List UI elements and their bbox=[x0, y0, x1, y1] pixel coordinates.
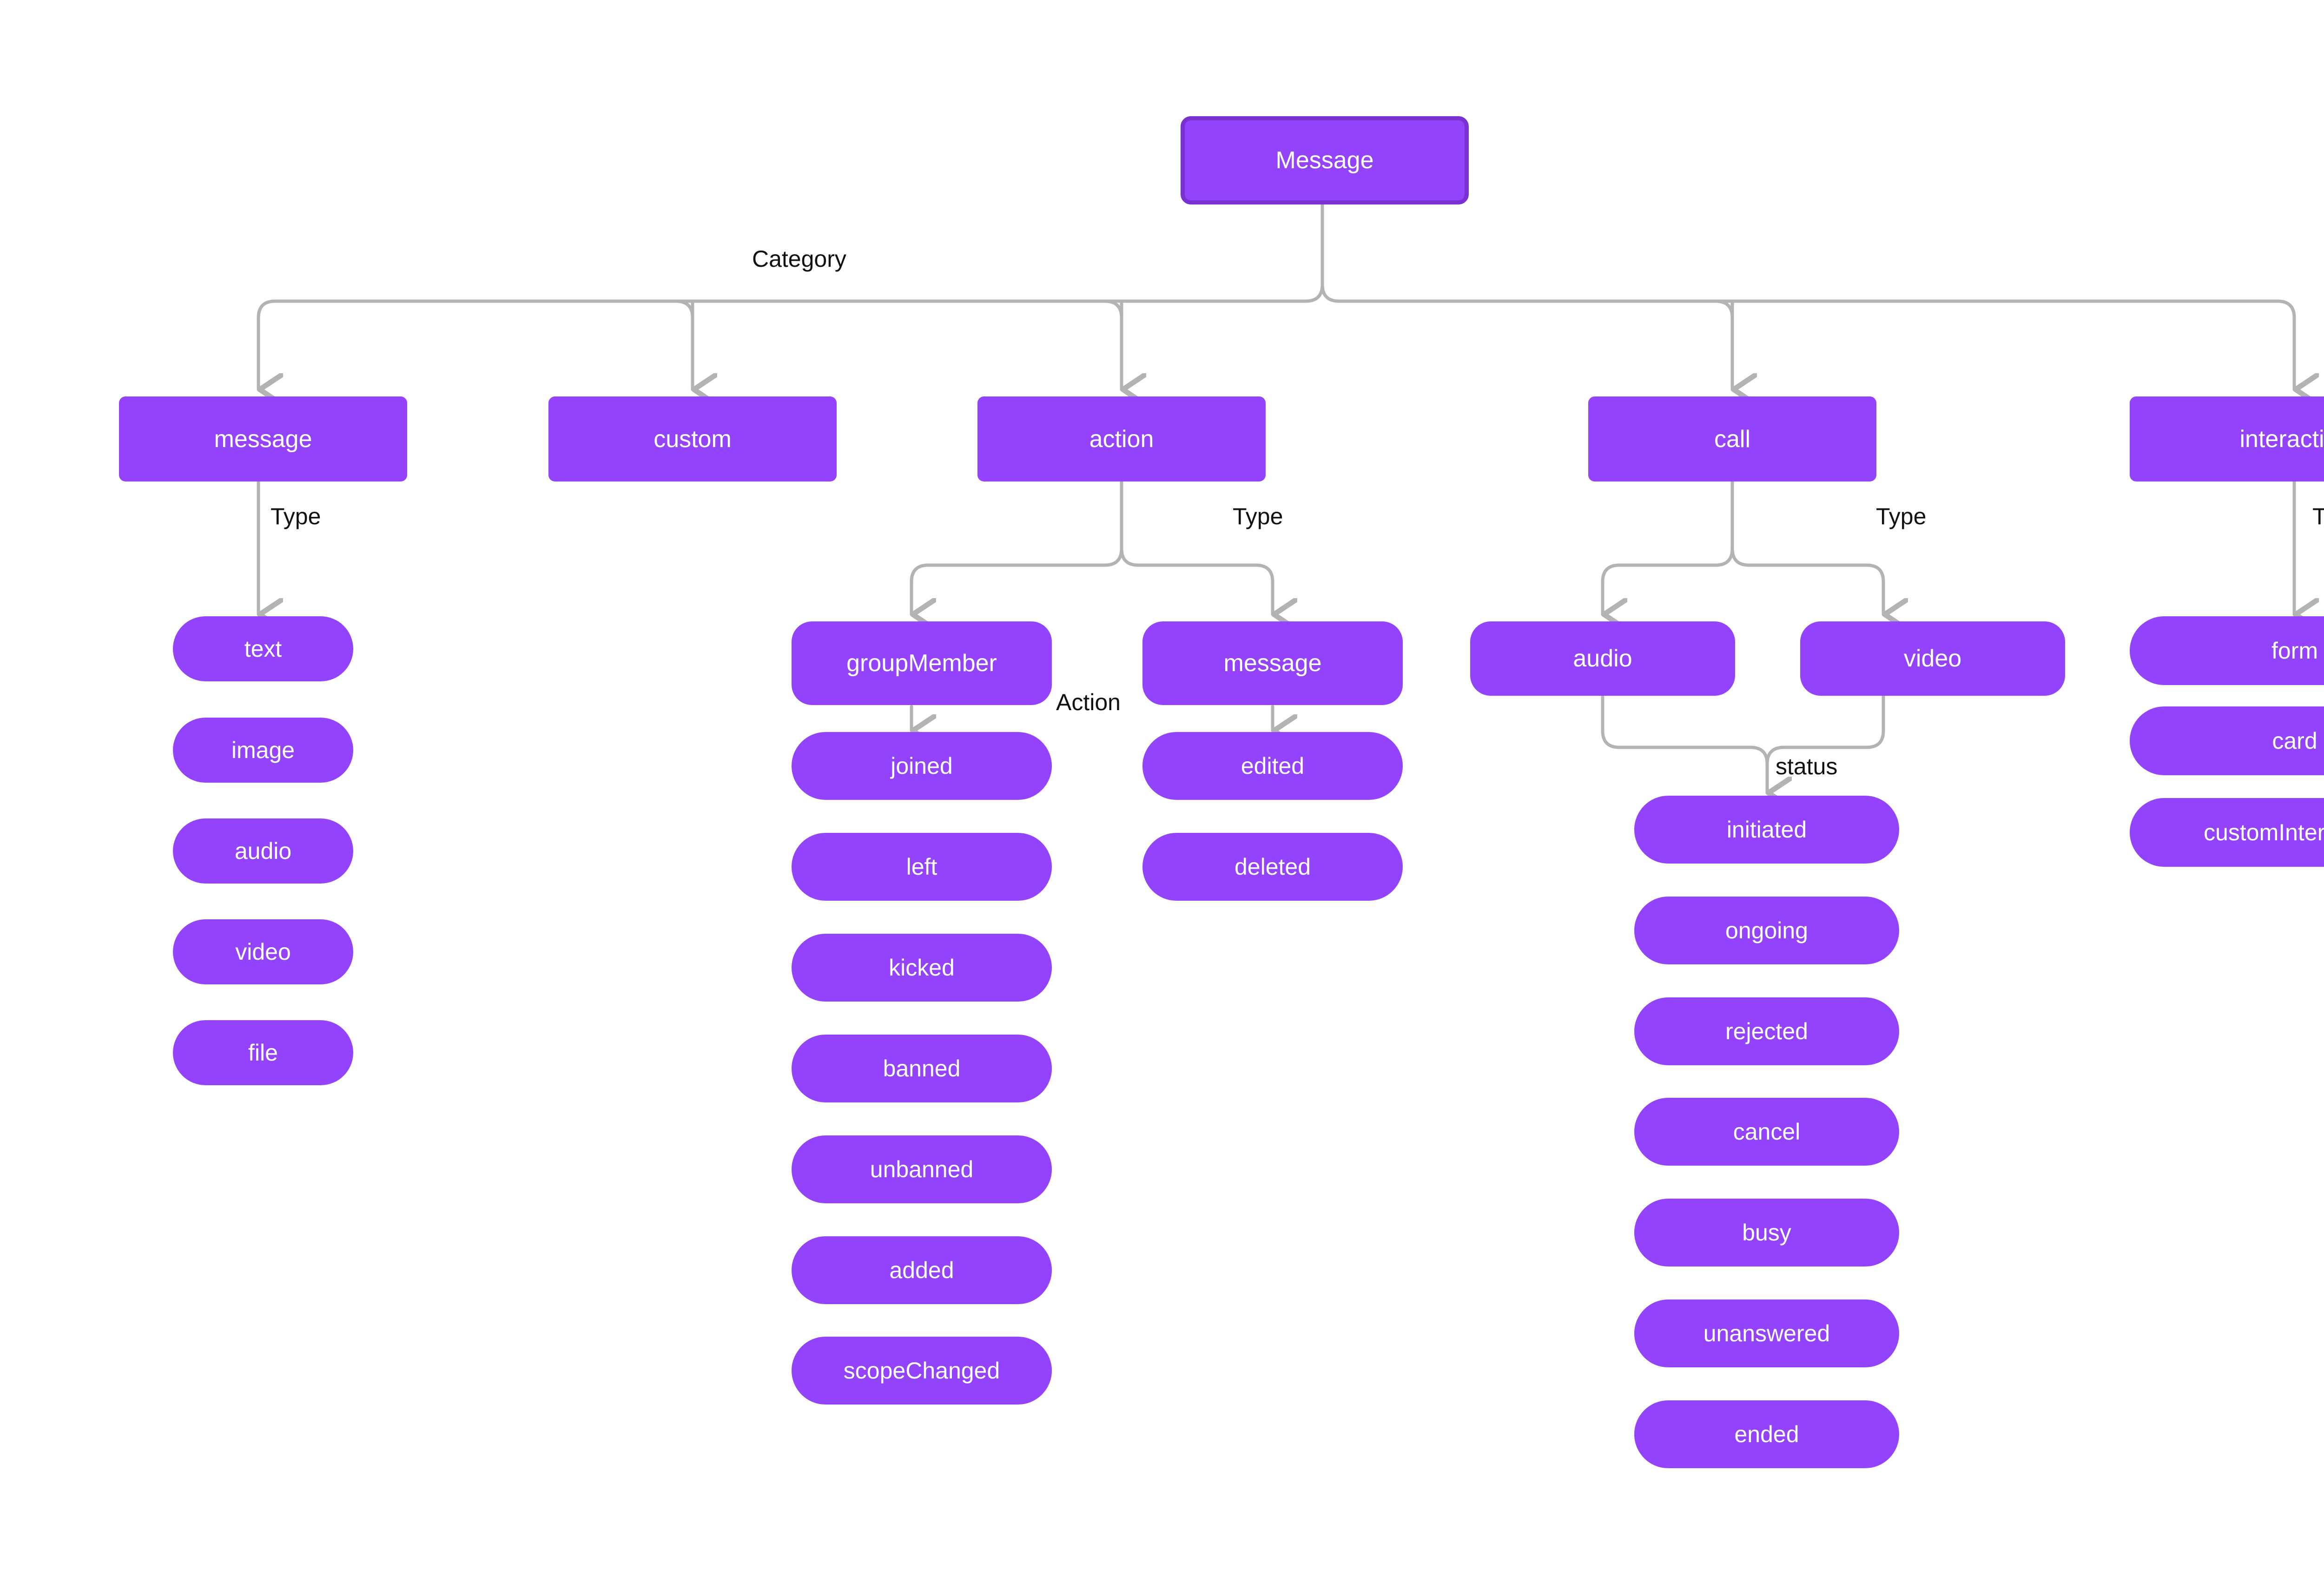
node-label: scopeChanged bbox=[843, 1358, 1000, 1384]
edge-label-type-action: Type bbox=[1233, 503, 1283, 529]
node-groupmember-action-joined[interactable]: joined bbox=[792, 732, 1052, 800]
node-label: cancel bbox=[1733, 1119, 1801, 1145]
node-label: initiated bbox=[1726, 817, 1807, 843]
node-label: unanswered bbox=[1703, 1320, 1830, 1346]
node-label: edited bbox=[1241, 753, 1305, 779]
node-label: kicked bbox=[889, 955, 955, 981]
node-label: message bbox=[1223, 650, 1322, 677]
node-label: banned bbox=[883, 1055, 961, 1082]
node-message-type-audio[interactable]: audio bbox=[173, 818, 353, 884]
node-label: ongoing bbox=[1725, 917, 1808, 943]
node-label: unbanned bbox=[870, 1156, 974, 1182]
node-label: custom bbox=[654, 425, 732, 453]
edge-root-trunk bbox=[1320, 202, 2294, 389]
node-category-call[interactable]: call bbox=[1588, 396, 1876, 481]
node-action-type-groupmember[interactable]: groupMember bbox=[792, 621, 1052, 705]
node-label: video bbox=[235, 939, 291, 965]
edge-audio-to-status bbox=[1601, 694, 1767, 793]
node-label: Message bbox=[1275, 147, 1374, 174]
edge-bus-corner-custom bbox=[674, 299, 694, 320]
node-call-type-video[interactable]: video bbox=[1800, 621, 2065, 696]
node-call-status-ongoing[interactable]: ongoing bbox=[1634, 897, 1899, 964]
node-groupmember-action-scopechanged[interactable]: scopeChanged bbox=[792, 1337, 1052, 1405]
node-groupmember-action-unbanned[interactable]: unbanned bbox=[792, 1135, 1052, 1203]
node-label: customInteractive bbox=[2204, 819, 2324, 845]
edge-label-action: Action bbox=[1056, 689, 1121, 715]
node-message-type-video[interactable]: video bbox=[173, 919, 353, 984]
edge-bus-corner-call bbox=[1714, 299, 1734, 320]
node-label: audio bbox=[1573, 645, 1632, 672]
node-call-status-busy[interactable]: busy bbox=[1634, 1199, 1899, 1266]
edge-action-to-actionmessage bbox=[1120, 547, 1273, 614]
node-groupmember-action-banned[interactable]: banned bbox=[792, 1035, 1052, 1102]
node-label: busy bbox=[1742, 1220, 1791, 1246]
node-interactive-type-form[interactable]: form bbox=[2130, 616, 2324, 685]
node-label: card bbox=[2272, 728, 2317, 754]
node-call-status-cancel[interactable]: cancel bbox=[1634, 1098, 1899, 1166]
edge-bus-corner-action bbox=[1103, 299, 1123, 320]
node-label: joined bbox=[891, 753, 953, 779]
node-label: image bbox=[231, 737, 295, 763]
edge-action-to-groupmember bbox=[910, 547, 1123, 614]
edge-call-to-video bbox=[1730, 547, 1883, 614]
edge-label-type-interactive: Type bbox=[2312, 503, 2324, 529]
node-message-action-deleted[interactable]: deleted bbox=[1142, 833, 1403, 901]
node-call-status-unanswered[interactable]: unanswered bbox=[1634, 1299, 1899, 1367]
node-groupmember-action-kicked[interactable]: kicked bbox=[792, 934, 1052, 1002]
node-label: audio bbox=[234, 838, 292, 864]
node-message-type-image[interactable]: image bbox=[173, 718, 353, 783]
edge-label-type-call: Type bbox=[1876, 503, 1927, 529]
edge-call-to-audio bbox=[1601, 547, 1734, 614]
node-label: added bbox=[889, 1257, 954, 1283]
edge-label-type-message: Type bbox=[271, 503, 321, 529]
edge-root-bus-left bbox=[257, 283, 1324, 389]
node-label: text bbox=[244, 636, 282, 662]
node-label: interactive bbox=[2239, 425, 2324, 453]
node-groupmember-action-added[interactable]: added bbox=[792, 1236, 1052, 1304]
node-interactive-type-custominteractive[interactable]: customInteractive bbox=[2130, 798, 2324, 867]
node-label: file bbox=[248, 1040, 278, 1066]
node-label: groupMember bbox=[846, 650, 997, 677]
node-category-action[interactable]: action bbox=[977, 396, 1266, 481]
edge-label-category: Category bbox=[752, 246, 846, 272]
edge-label-status: status bbox=[1776, 753, 1838, 779]
node-call-status-rejected[interactable]: rejected bbox=[1634, 997, 1899, 1065]
node-label: action bbox=[1089, 425, 1154, 453]
node-message-type-text[interactable]: text bbox=[173, 616, 353, 681]
node-call-type-audio[interactable]: audio bbox=[1470, 621, 1735, 696]
node-label: call bbox=[1714, 425, 1751, 453]
node-call-status-ended[interactable]: ended bbox=[1634, 1400, 1899, 1468]
node-label: ended bbox=[1734, 1421, 1799, 1447]
node-groupmember-action-left[interactable]: left bbox=[792, 833, 1052, 901]
node-label: rejected bbox=[1725, 1018, 1808, 1044]
node-message-type-file[interactable]: file bbox=[173, 1020, 353, 1085]
node-label: video bbox=[1903, 645, 1962, 672]
node-category-interactive[interactable]: interactive bbox=[2130, 396, 2324, 481]
node-call-status-initiated[interactable]: initiated bbox=[1634, 796, 1899, 864]
edge-video-to-status bbox=[1765, 694, 1885, 766]
node-label: deleted bbox=[1234, 854, 1311, 880]
node-label: form bbox=[2271, 638, 2318, 664]
node-action-type-message[interactable]: message bbox=[1142, 621, 1403, 705]
node-root-message[interactable]: Message bbox=[1181, 116, 1469, 204]
node-interactive-type-card[interactable]: card bbox=[2130, 706, 2324, 775]
node-label: left bbox=[906, 854, 938, 880]
node-label: message bbox=[214, 425, 312, 453]
node-category-message[interactable]: message bbox=[119, 396, 407, 481]
node-message-action-edited[interactable]: edited bbox=[1142, 732, 1403, 800]
node-category-custom[interactable]: custom bbox=[548, 396, 837, 481]
